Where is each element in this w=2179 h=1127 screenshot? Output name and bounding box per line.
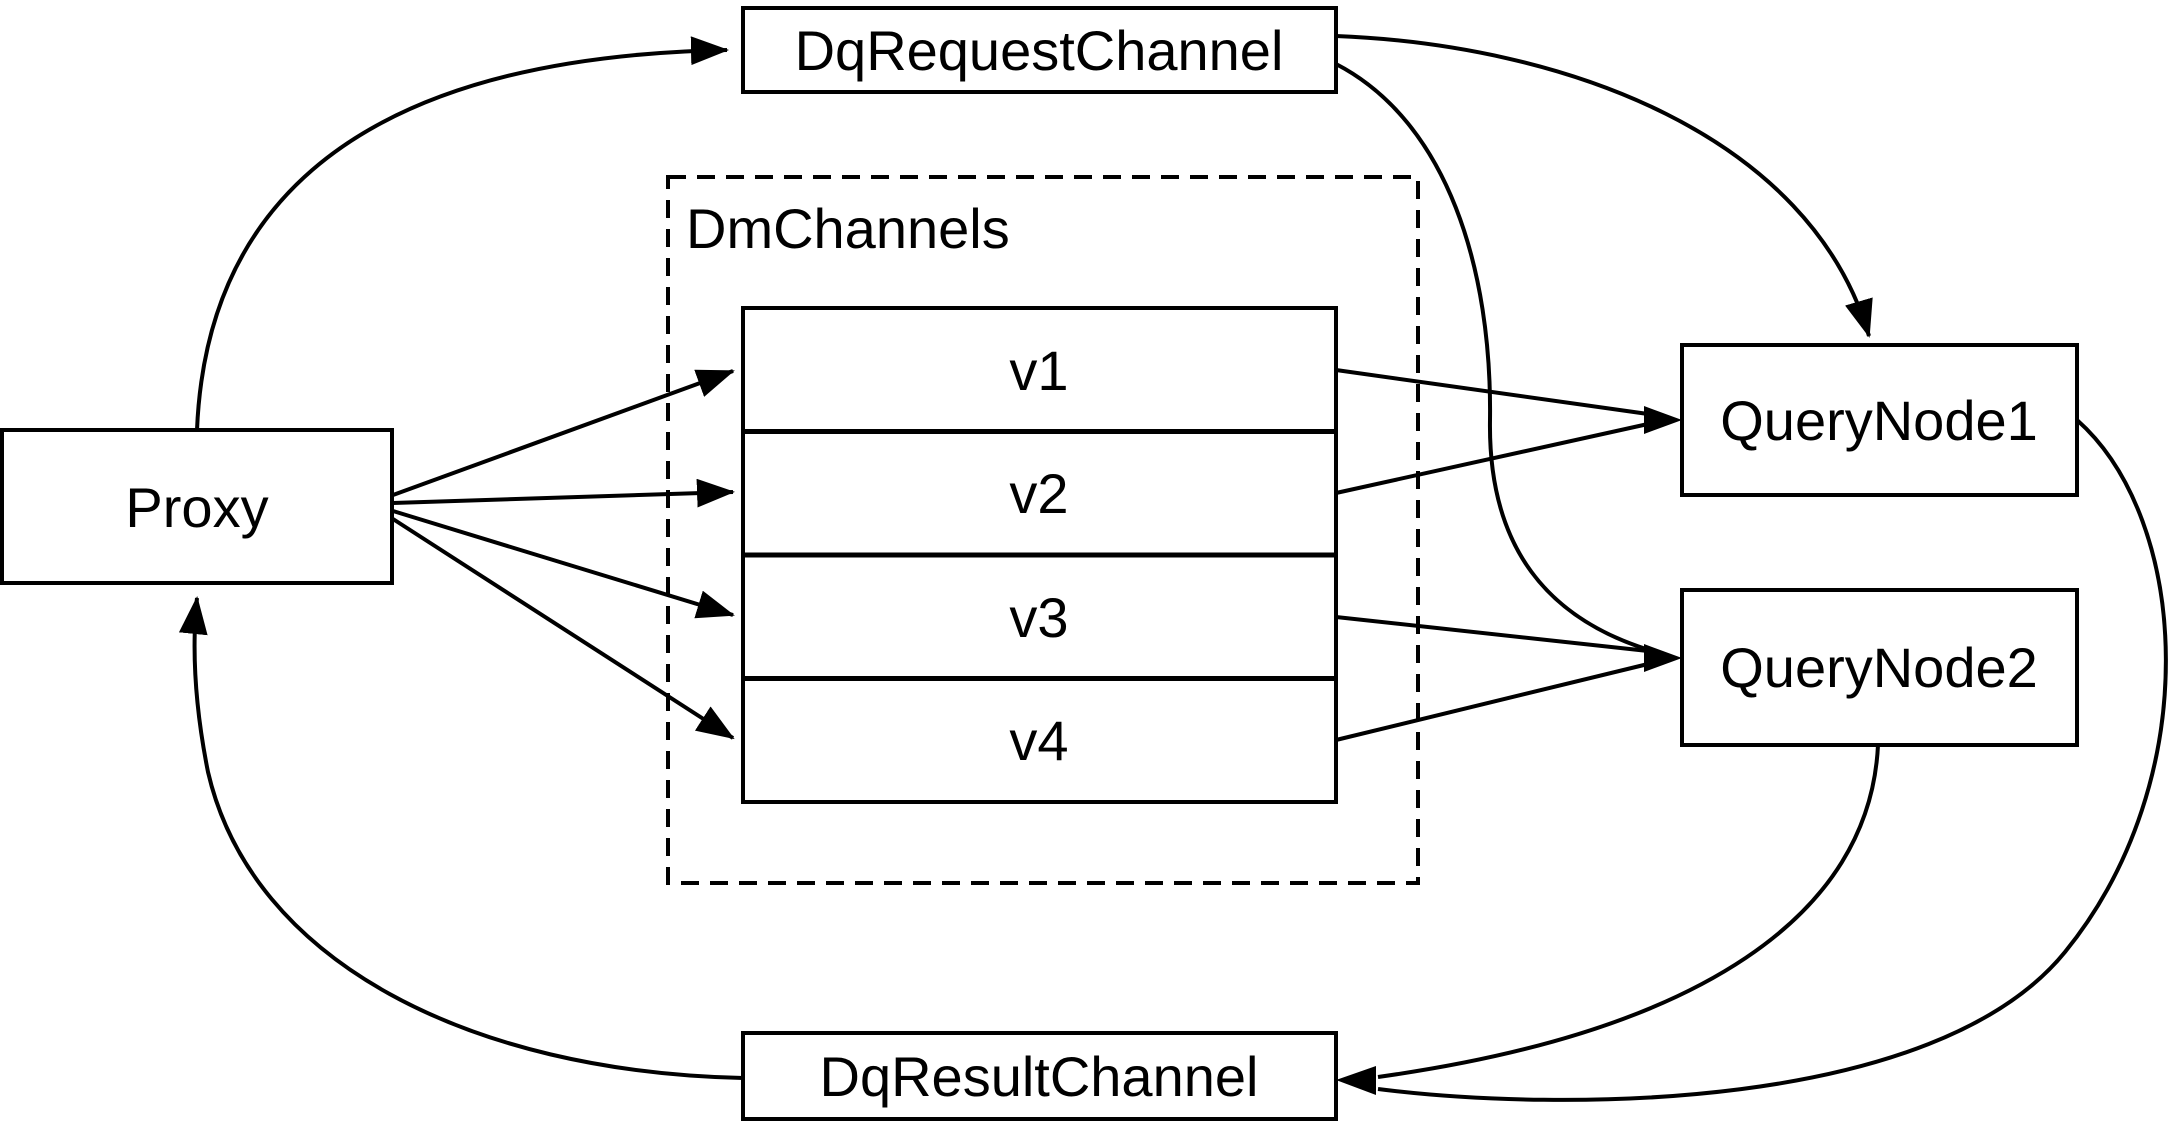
dq-result-channel-node: DqResultChannel (741, 1031, 1338, 1121)
query-node-2: QueryNode2 (1680, 588, 2079, 747)
arrowhead-into-dqresultchannel (1336, 1066, 1376, 1095)
edge-proxy-to-v4 (391, 517, 735, 740)
edge-v3-to-querynode2 (1335, 615, 1649, 653)
arrowhead-into-querynode1 (1644, 406, 1682, 434)
channel-row-v4-label: v4 (1009, 709, 1068, 772)
edge-proxy-to-v1 (392, 369, 735, 497)
proxy-node-label: Proxy (125, 476, 268, 539)
edge-dqrequestchannel-to-querynode1 (1335, 34, 1873, 338)
edge-querynode1-to-dqresultchannel (1377, 418, 2168, 1102)
dq-request-channel-node: DqRequestChannel (741, 6, 1338, 94)
dm-channels-group-label: DmChannels (686, 197, 1010, 260)
edge-querynode2-to-dqresultchannel (1377, 744, 1880, 1079)
dq-result-channel-box (741, 1031, 1338, 1121)
proxy-node: Proxy (0, 428, 394, 585)
arrowhead-into-querynode2 (1644, 644, 1682, 672)
channel-row-v3-label: v3 (1009, 586, 1068, 649)
proxy-node-box (0, 428, 394, 585)
dm-channels-group-border (666, 175, 1420, 885)
dm-channels-group: DmChannels v1 v2 v3 v4 (666, 175, 1420, 885)
query-node-2-label: QueryNode2 (1720, 636, 2038, 699)
dq-request-channel-box (741, 6, 1338, 94)
edges-layer (178, 34, 2168, 1102)
edge-v4-to-querynode2 (1335, 662, 1649, 742)
dq-request-channel-label: DqRequestChannel (795, 19, 1284, 82)
edge-proxy-to-v2 (392, 478, 735, 508)
channel-row-v1-label: v1 (1009, 339, 1068, 402)
query-node-1-box (1680, 343, 2079, 497)
edge-v1-to-querynode1 (1335, 368, 1649, 416)
query-node-1-label: QueryNode1 (1720, 389, 2038, 452)
shared-arrowheads (1336, 406, 1682, 1095)
edge-dqrequestchannel-to-querynode2 (1335, 62, 1647, 651)
edge-proxy-to-v3 (392, 509, 735, 619)
dq-result-channel-label: DqResultChannel (820, 1045, 1259, 1108)
nodes-layer: Proxy DqRequestChannel QueryNode1 QueryN… (0, 6, 2079, 1121)
dm-channels-table: v1 v2 v3 v4 (741, 306, 1338, 804)
query-node-1: QueryNode1 (1680, 343, 2079, 497)
edge-proxy-to-dqrequestchannel (195, 36, 729, 431)
edge-v2-to-querynode1 (1335, 422, 1649, 495)
channel-row-v2-label: v2 (1009, 462, 1068, 525)
query-node-2-box (1680, 588, 2079, 747)
edge-dqresultchannel-to-proxy (178, 596, 744, 1080)
